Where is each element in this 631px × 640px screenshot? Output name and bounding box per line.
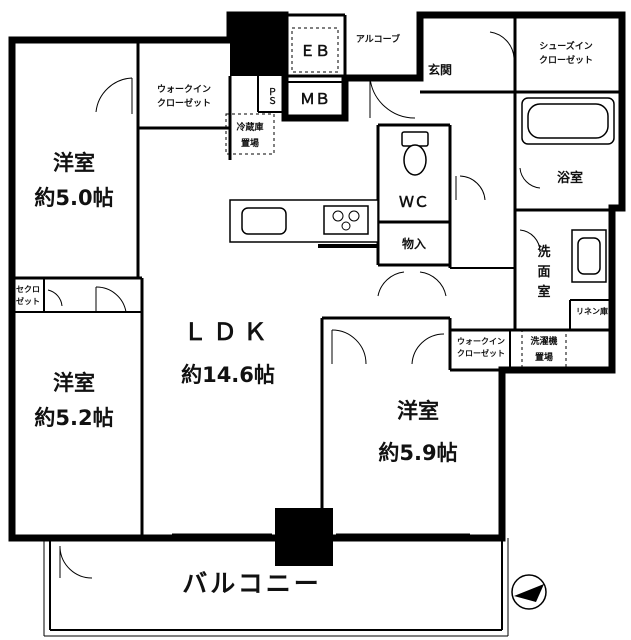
washbasin-fixture [571,229,607,283]
north-arrow-icon [511,574,547,610]
eb-label: ＥＢ [300,42,330,60]
washroom-char-1: 洗 [537,244,550,260]
western-room-1-name: 洋室 [53,151,95,175]
ldk-size: 約14.6帖 [181,363,275,387]
bathtub-fixture [521,97,615,145]
linen-label: リネン庫 [576,306,608,316]
kitchen-counter [229,199,379,248]
toilet-fixture [401,131,429,176]
walk-in-closet-1-line2: クローゼット [157,97,211,109]
western-room-3-name: 洋室 [397,399,439,423]
mb-label: ＭＢ [300,90,330,108]
closet-line2: ゼット [16,296,40,306]
western-room-3-size: 約5.9帖 [378,441,457,465]
shoes-closet-line1: シューズイン [539,40,593,52]
closet-line1: セクロ [16,284,40,294]
washer-box [521,329,567,369]
shoes-closet-line2: クローゼット [539,54,593,66]
bath-label: 浴室 [557,170,583,186]
alcove-label: アルコーブ [356,33,400,45]
walk-in-closet-1-line1: ウォークイン [157,84,211,95]
washroom-char-3: 室 [537,284,550,300]
washroom-char-2: 面 [537,265,550,280]
interior-walls [12,13,622,538]
entrance-label: 玄関 [428,62,452,77]
ldk-name: ＬＤＫ [183,318,273,346]
balcony-outline [43,538,509,637]
column-balcony [275,508,333,566]
fridge-box [225,113,275,155]
fridge-space-line1: 冷蔵庫 [236,121,263,133]
wc-label: ＷＣ [399,193,429,211]
walk-in-closet-2-line2: クローゼット [457,348,505,358]
walk-in-closet-2-line1: ウォークイン [457,336,505,346]
fridge-space-line2: 置場 [241,137,259,149]
western-room-2-name: 洋室 [53,371,95,395]
eb-box [291,27,339,73]
washer-space-line2: 置場 [535,351,553,363]
pipe-shaft-block [230,12,285,76]
balcony-label: バルコニー [182,569,322,598]
washer-space-line1: 洗濯機 [530,335,557,347]
storage-label: 物入 [402,236,426,251]
western-room-2-size: 約5.2帖 [34,406,113,430]
ps-label: ＰＳ [266,87,276,105]
western-room-1-size: 約5.0帖 [34,186,113,210]
door-swings [47,31,541,579]
windows [172,533,470,542]
